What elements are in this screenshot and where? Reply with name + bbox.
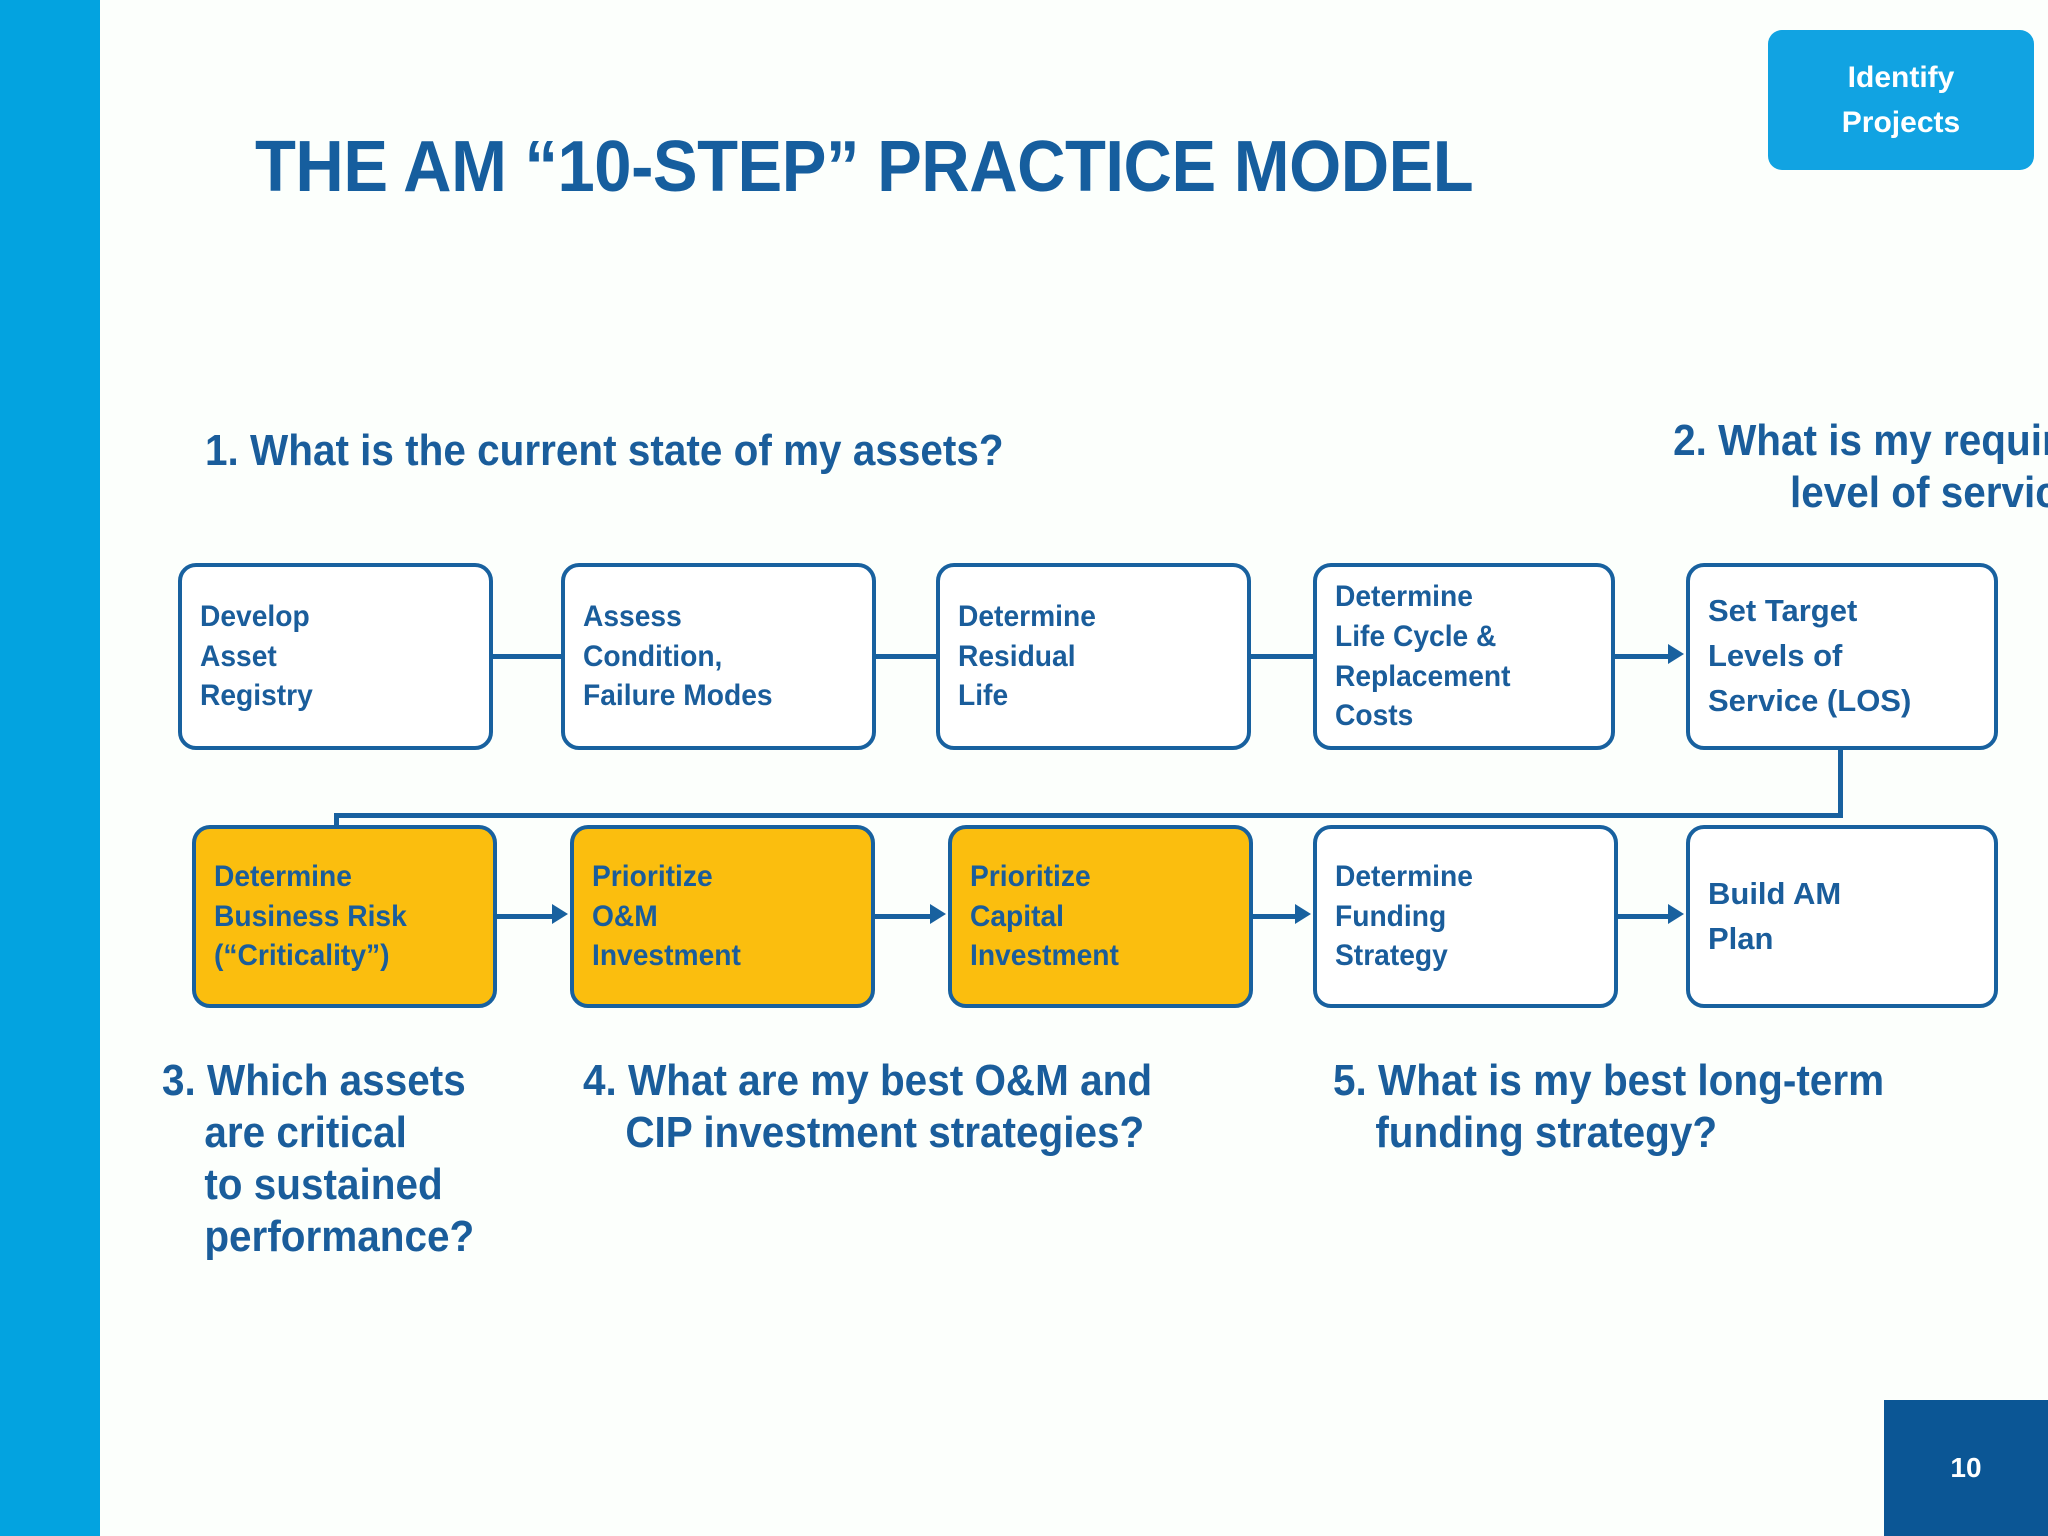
flow-box-label: Prioritize O&M Investment	[592, 859, 741, 973]
badge-line-1: Identify	[1847, 61, 1955, 94]
flow-box-determine-residual-life[interactable]: Determine Residual Life	[936, 563, 1251, 750]
question-4-line-2: CIP investment strategies?	[625, 1107, 1145, 1157]
question-3-line-3: to sustained	[204, 1159, 443, 1209]
flow-box-label: Determine Life Cycle & Replacement Costs	[1335, 579, 1511, 733]
question-5-line-2: funding strategy?	[1375, 1107, 1718, 1157]
question-1: 1. What is the current state of my asset…	[205, 425, 1217, 477]
question-2: 2. What is my required level of service?	[1406, 415, 2048, 519]
connector-wrap-horizontal	[334, 813, 1843, 818]
flow-box-prioritize-capital-investment[interactable]: Prioritize Capital Investment	[948, 825, 1253, 1008]
question-1-line-1: 1. What is the current state of my asset…	[205, 426, 1004, 475]
arrowhead-row2-7-8-icon	[930, 904, 946, 924]
arrowhead-row1-4-5-icon	[1668, 644, 1684, 664]
question-3-line-2: are critical	[204, 1107, 407, 1157]
flow-box-label: Develop Asset Registry	[200, 599, 313, 713]
flow-box-determine-funding-strategy[interactable]: Determine Funding Strategy	[1313, 825, 1618, 1008]
flow-box-prioritize-om-investment[interactable]: Prioritize O&M Investment	[570, 825, 875, 1008]
flow-box-label: Set Target Levels of Service (LOS)	[1708, 593, 1912, 718]
flow-box-assess-condition[interactable]: Assess Condition, Failure Modes	[561, 563, 876, 750]
identify-projects-badge: Identify Projects	[1768, 30, 2034, 170]
connector-row2-9-10	[1618, 914, 1670, 919]
flow-box-label: Determine Funding Strategy	[1335, 859, 1473, 973]
flow-box-label: Determine Residual Life	[958, 599, 1096, 713]
connector-row2-8-9	[1253, 914, 1296, 919]
flow-box-label: Assess Condition, Failure Modes	[583, 599, 773, 713]
question-2-line-1: 2. What is my required	[1673, 416, 2048, 465]
page-number-badge: 10	[1884, 1400, 2048, 1536]
question-2-line-2: level of service?	[1789, 467, 2048, 517]
connector-row2-7-8	[875, 914, 932, 919]
flow-box-set-target-los[interactable]: Set Target Levels of Service (LOS)	[1686, 563, 1998, 750]
page-number: 10	[1950, 1452, 1982, 1483]
flow-box-determine-business-risk[interactable]: Determine Business Risk (“Criticality”)	[192, 825, 497, 1008]
connector-row1-2-3	[876, 654, 936, 659]
question-3-line-4: performance?	[204, 1211, 475, 1261]
flow-box-develop-asset-registry[interactable]: Develop Asset Registry	[178, 563, 493, 750]
connector-row1-4-5	[1615, 654, 1670, 659]
question-3-line-1: 3. Which assets	[162, 1056, 466, 1105]
question-4-line-1: 4. What are my best O&M and	[583, 1056, 1153, 1105]
left-accent-stripe	[0, 0, 100, 1536]
flow-box-build-am-plan[interactable]: Build AM Plan	[1686, 825, 1998, 1008]
connector-row1-1-2	[493, 654, 561, 659]
connector-row2-6-7	[497, 914, 554, 919]
arrowhead-row2-6-7-icon	[552, 904, 568, 924]
flow-box-determine-life-cycle-costs[interactable]: Determine Life Cycle & Replacement Costs	[1313, 563, 1615, 750]
connector-wrap-vertical-right	[1838, 750, 1843, 818]
question-4: 4. What are my best O&M and CIP investme…	[583, 1055, 1282, 1159]
arrowhead-row2-9-10-icon	[1668, 904, 1684, 924]
question-5: 5. What is my best long-term funding str…	[1333, 1055, 2032, 1159]
flow-box-label: Prioritize Capital Investment	[970, 859, 1119, 973]
connector-row1-3-4	[1251, 654, 1313, 659]
question-3: 3. Which assets are critical to sustaine…	[162, 1055, 604, 1263]
arrowhead-row2-8-9-icon	[1295, 904, 1311, 924]
flow-box-label: Build AM Plan	[1708, 875, 1842, 956]
question-5-line-1: 5. What is my best long-term	[1333, 1056, 1885, 1105]
flow-box-label: Determine Business Risk (“Criticality”)	[214, 859, 407, 973]
page-title: THE AM “10-STEP” PRACTICE MODEL	[255, 127, 1474, 207]
badge-line-2: Projects	[1841, 106, 1961, 139]
